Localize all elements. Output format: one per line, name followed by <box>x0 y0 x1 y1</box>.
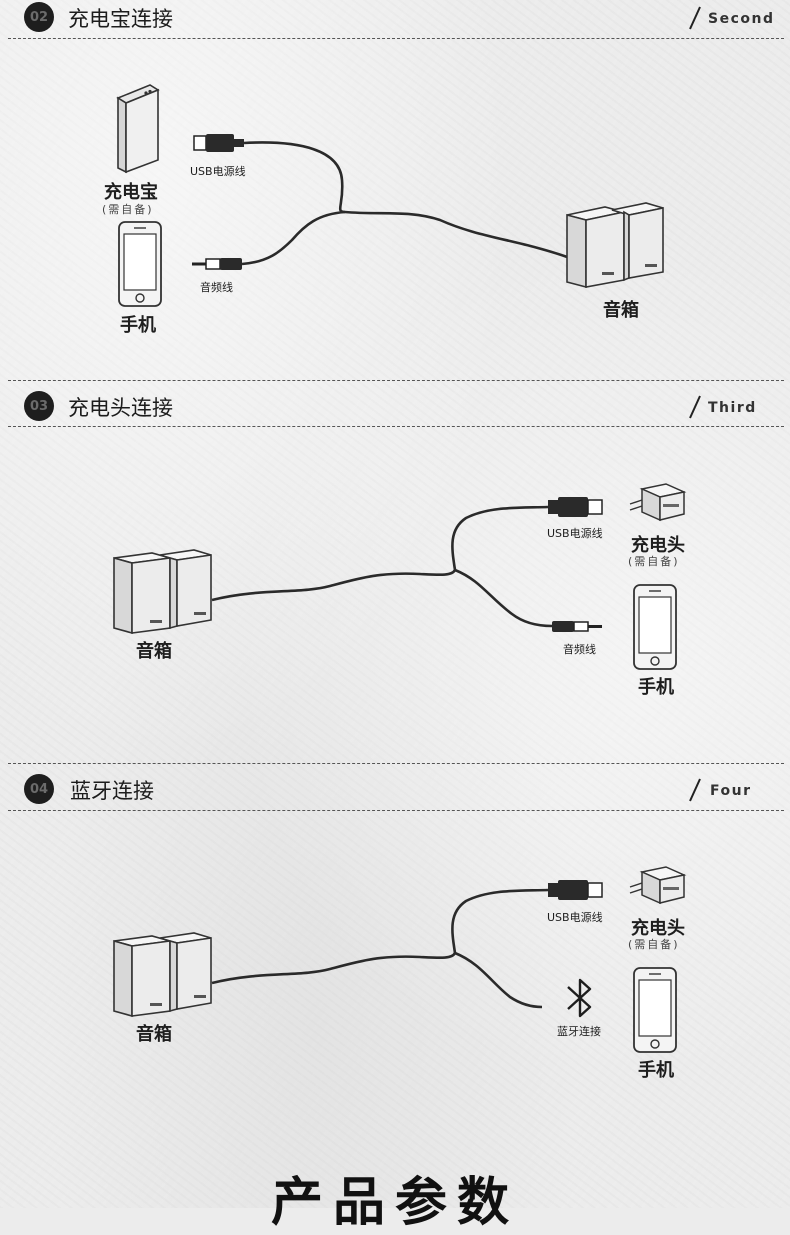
audio-cable-label: 音频线 <box>200 281 233 294</box>
section-divider <box>8 426 784 427</box>
section-header: 03 充电头连接 Third <box>0 380 790 434</box>
bluetooth-cable-line <box>454 951 543 1009</box>
charger-note: (需自备) <box>628 938 680 951</box>
usb-cable-line <box>451 505 549 571</box>
power-bank-label: 充电宝 <box>104 182 158 203</box>
section-title: 蓝牙连接 <box>70 779 154 803</box>
phone-icon <box>633 584 677 670</box>
power-bank-diagram <box>116 84 664 307</box>
usb-cable-line <box>243 141 571 260</box>
phone-label: 手机 <box>120 315 156 336</box>
usb-plug-icon <box>548 497 603 517</box>
section-number-badge: 02 <box>24 2 54 32</box>
audio-cable-label: 音频线 <box>563 643 596 656</box>
charger-note: (需自备) <box>628 555 680 568</box>
usb-cable-label: USB电源线 <box>547 527 603 540</box>
phone-label: 手机 <box>638 677 674 698</box>
product-specs-heading: 产品参数 <box>270 1173 519 1233</box>
section-charger-connection: 03 充电头连接 Third <box>0 380 790 762</box>
speaker-pair-icon <box>566 202 664 289</box>
main-cable-line <box>211 569 457 602</box>
speaker-label: 音箱 <box>603 300 639 321</box>
audio-cable-line <box>241 210 346 266</box>
charger-icon <box>629 866 687 905</box>
main-cable-line <box>211 952 457 985</box>
charger-diagram <box>113 483 687 670</box>
section-bluetooth-connection: 04 蓝牙连接 Four <box>0 763 790 1153</box>
section-number-badge: 04 <box>24 774 54 804</box>
usb-cable-label: USB电源线 <box>547 911 603 924</box>
speaker-label: 音箱 <box>136 1024 172 1045</box>
slash-divider-icon <box>689 395 701 419</box>
power-bank-icon <box>116 84 160 174</box>
section-title: 充电头连接 <box>68 396 173 420</box>
section-english-label: Third <box>708 400 757 416</box>
speaker-pair-icon <box>113 549 212 635</box>
charger-icon <box>629 483 687 522</box>
section-title: 充电宝连接 <box>68 7 173 31</box>
phone-icon <box>633 967 677 1053</box>
bluetooth-label: 蓝牙连接 <box>557 1025 601 1038</box>
section-header: 04 蓝牙连接 Four <box>0 763 790 817</box>
audio-plug-icon <box>552 621 602 632</box>
charger-label: 充电头 <box>631 535 685 556</box>
power-bank-note: (需自备) <box>102 203 154 216</box>
slash-divider-icon <box>689 6 701 30</box>
section-divider <box>8 38 784 39</box>
usb-plug-icon <box>193 134 244 152</box>
section-divider <box>8 810 784 811</box>
section-english-label: Second <box>708 11 775 27</box>
bluetooth-icon <box>567 978 592 1018</box>
audio-cable-line <box>454 568 553 628</box>
slash-divider-icon <box>689 778 701 802</box>
section-divider-top <box>8 380 784 381</box>
charger-label: 充电头 <box>631 918 685 939</box>
usb-plug-icon <box>548 880 603 900</box>
section-number-badge: 03 <box>24 391 54 421</box>
usb-cable-label: USB电源线 <box>190 165 246 178</box>
speaker-label: 音箱 <box>136 641 172 662</box>
audio-plug-icon <box>192 258 242 270</box>
phone-icon <box>118 221 162 307</box>
section-power-bank-connection: 02 充电宝连接 Second <box>0 0 790 380</box>
bluetooth-diagram <box>113 866 687 1053</box>
phone-label: 手机 <box>638 1060 674 1081</box>
section-divider-top <box>8 763 784 764</box>
section-header: 02 充电宝连接 Second <box>0 0 790 54</box>
usb-cable-line <box>451 888 549 954</box>
speaker-pair-icon <box>113 932 212 1018</box>
section-english-label: Four <box>710 783 752 799</box>
